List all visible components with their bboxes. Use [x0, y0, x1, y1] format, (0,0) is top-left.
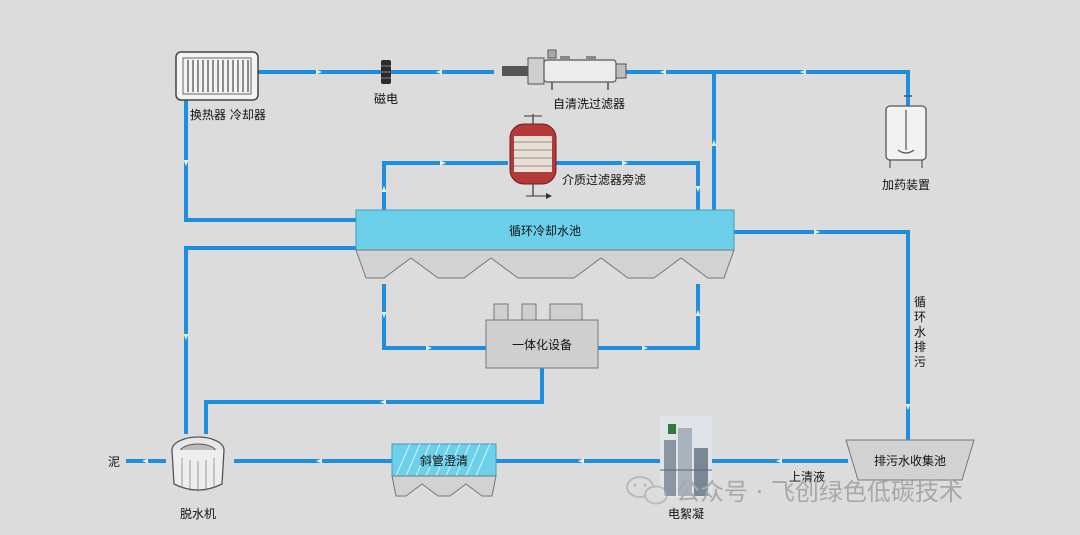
arrow-left-icon: [436, 69, 442, 75]
heat-exchanger-frame: [182, 57, 252, 95]
blowdown-vertical-label: 循 环 水 排 污: [914, 295, 926, 369]
blowdown-char: 环: [914, 310, 926, 324]
magnet-device: 磁电: [374, 60, 398, 106]
heat-exchanger-label: 换热器 冷却器: [190, 108, 266, 122]
arrow-up-icon: [695, 310, 701, 316]
dosing-device: 加药装置: [882, 95, 930, 192]
filter-body: [543, 59, 617, 83]
arrow-left-icon: [142, 458, 148, 464]
arrow-down-icon: [183, 334, 189, 340]
arrow-right-icon: [642, 345, 648, 351]
inclined-tube-clarifier: 斜管澄清: [391, 443, 497, 497]
supernatant-label: 上清液: [789, 469, 825, 484]
arrow-down-icon: [695, 186, 701, 192]
arrow-down-icon: [905, 404, 911, 410]
dewatering-machine: 脱水机: [171, 436, 225, 521]
inclined-tubes-icon: [395, 443, 491, 477]
filter-motor: [502, 66, 528, 76]
blowdown-pool-label: 排污水收集池: [874, 453, 946, 468]
heat-exchanger-fins-icon: [187, 60, 249, 92]
wechat-icon: [626, 476, 668, 505]
blowdown-collection-pool: 排污水收集池: [845, 439, 975, 481]
arrow-left-icon: [578, 458, 584, 464]
arrow-left-icon: [660, 69, 666, 75]
arrow-down-icon: [381, 312, 387, 318]
self-cleaning-filter: 自清洗过滤器: [502, 49, 627, 111]
blowdown-char: 循: [914, 295, 926, 309]
arrow-left-icon: [776, 458, 782, 464]
electro-flocculation: 电絮凝: [660, 416, 712, 521]
arrow-up-icon: [381, 186, 387, 192]
arrow-right-icon: [622, 160, 628, 166]
blowdown-char: 水: [914, 325, 926, 339]
cooling-pool-label: 循环冷却水池: [509, 224, 581, 238]
self-clean-filter-label: 自清洗过滤器: [553, 97, 625, 111]
dosing-label: 加药装置: [882, 178, 930, 192]
integrated-equipment-body: [485, 319, 599, 369]
arrow-left-icon: [316, 69, 322, 75]
blowdown-char: 污: [914, 355, 926, 369]
clarifier-base: [391, 475, 497, 497]
integrated-equipment-label: 一体化设备: [512, 338, 572, 352]
cooling-pool-base: [355, 249, 735, 279]
media-filter-label: 介质过滤器旁滤: [562, 172, 646, 187]
blowdown-char: 排: [914, 340, 926, 354]
integrated-equipment: 一体化设备: [485, 303, 599, 369]
cooling-pool: 循环冷却水池: [355, 209, 735, 279]
sludge-label: 泥: [108, 455, 120, 469]
arrow-right-icon: [814, 229, 820, 235]
dewatering-label: 脱水机: [180, 506, 216, 521]
arrow-left-icon: [800, 69, 806, 75]
arrow-up-icon: [711, 140, 717, 146]
flow-arrows: [142, 69, 911, 464]
cooling-pool-water: [355, 209, 735, 251]
heat-exchanger: 换热器 冷却器: [175, 51, 266, 122]
media-filter: 介质过滤器旁滤: [509, 114, 646, 199]
arrow-down-icon: [183, 160, 189, 166]
blowdown-pool-body: [845, 439, 975, 481]
arrow-left-icon: [316, 458, 322, 464]
arrow-right-icon: [440, 160, 446, 166]
arrow-left-icon: [380, 399, 386, 405]
watermark: 公众号 · 飞创绿色低碳技术: [626, 476, 963, 506]
watermark-text: 公众号 · 飞创绿色低碳技术: [676, 478, 963, 506]
inclined-tube-label: 斜管澄清: [420, 453, 468, 468]
arrow-right-icon: [426, 345, 432, 351]
media-filter-bed: [514, 136, 552, 172]
magnet-label: 磁电: [374, 91, 398, 106]
electro-floc-label: 电絮凝: [668, 506, 704, 521]
